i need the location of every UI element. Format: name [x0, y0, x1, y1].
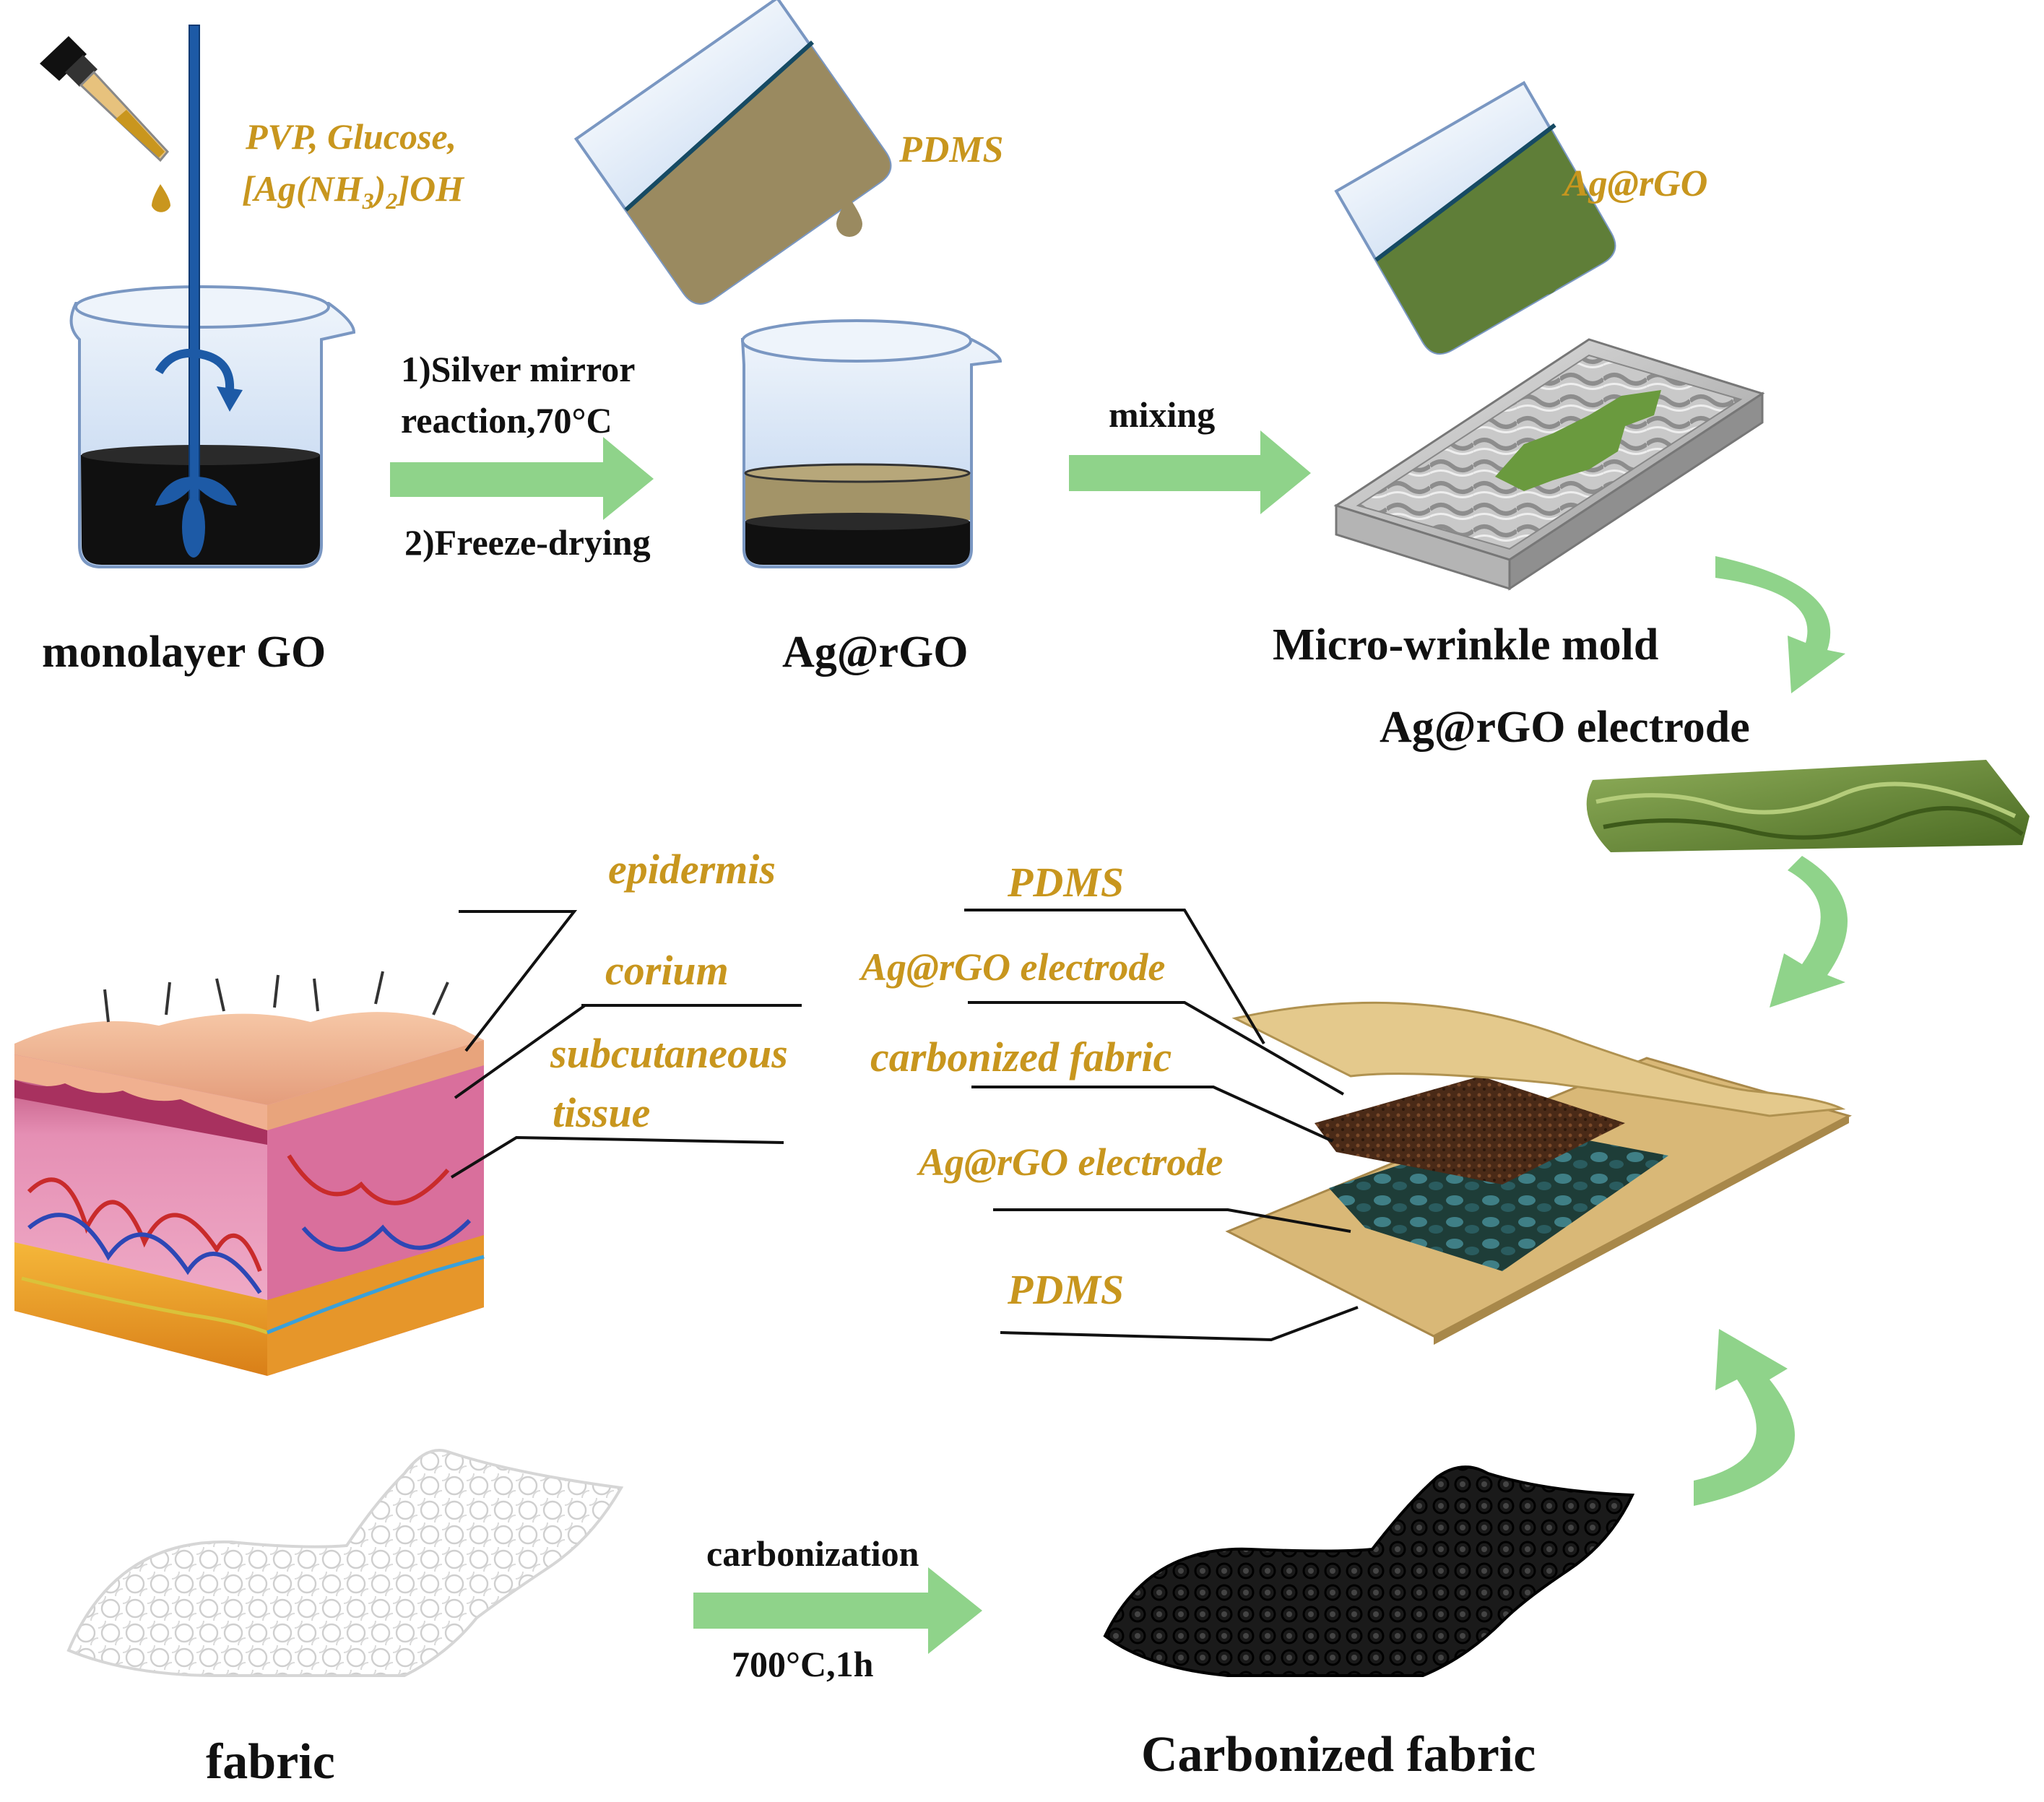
agrgo-electrode-label: Ag@rGO electrode — [1380, 703, 1750, 752]
beaker-agrgo — [740, 319, 1002, 568]
agrgo-drop-icon — [1533, 254, 1559, 295]
carbonized-fabric-bottom-label: Carbonized fabric — [1141, 1727, 1536, 1782]
reagents-sub2: 2 — [386, 188, 398, 214]
skin-leader-lines — [450, 910, 802, 1179]
conditions-label: 700°C,1h — [732, 1644, 874, 1684]
reagent-drop-icon — [152, 184, 170, 212]
process-arrow-2 — [1069, 430, 1311, 514]
curve-arrow-3 — [1694, 1329, 1795, 1506]
fabric-label: fabric — [206, 1734, 335, 1790]
electrode-bottom-label: Ag@rGO electrode — [919, 1140, 1224, 1184]
carbonized-fabric-label: carbonized fabric — [870, 1034, 1172, 1080]
reagents-mid: ) — [373, 168, 386, 209]
micro-wrinkle-mold — [1333, 338, 1765, 591]
monolayer-go-label: monolayer GO — [42, 628, 326, 677]
stirrer-icon — [155, 25, 243, 558]
pdms-top-label: PDMS — [1008, 859, 1125, 906]
reagents-label-line1: PVP, Glucose, — [246, 116, 457, 157]
raw-fabric — [66, 1449, 624, 1677]
agrgo-label: Ag@rGO — [782, 628, 969, 677]
pour-agrgo-label: Ag@rGO — [1564, 163, 1708, 204]
beaker-pdms-pouring — [573, 0, 892, 305]
subcutaneous-label-line2: tissue — [553, 1089, 651, 1136]
reagents-label-line2: [Ag(NH3)2]OH — [242, 168, 464, 215]
beaker-agrgo-pouring — [1334, 81, 1616, 355]
agrgo-electrode-film — [1586, 760, 2030, 852]
step1-label-line1: 1)Silver mirror — [401, 349, 636, 389]
beaker-monolayer-go — [69, 285, 356, 568]
dropper-icon — [40, 36, 169, 163]
reagents-prefix: [Ag(NH — [242, 168, 363, 209]
step2-label: 2)Freeze-drying — [404, 522, 651, 563]
pdms-bottom-label: PDMS — [1008, 1266, 1125, 1313]
carbonized-fabric — [1103, 1465, 1635, 1677]
corium-label: corium — [605, 947, 729, 994]
step1-label-line2: reaction,70°C — [401, 400, 612, 441]
mixing-label: mixing — [1109, 394, 1216, 435]
layered-sensor-device — [1225, 1001, 1852, 1345]
skin-cross-section — [14, 971, 485, 1376]
carbonization-label: carbonization — [706, 1533, 919, 1574]
process-arrow-1 — [390, 437, 654, 520]
reagents-suffix: ]OH — [397, 168, 464, 209]
pdms-drop-icon — [836, 196, 862, 237]
subcutaneous-label-line1: subcutaneous — [550, 1030, 788, 1077]
curve-arrow-1 — [1715, 556, 1845, 693]
carbonization-arrow — [693, 1567, 982, 1654]
reagents-sub1: 3 — [362, 188, 374, 214]
micro-wrinkle-mold-label: Micro-wrinkle mold — [1273, 620, 1659, 670]
pour-pdms-label: PDMS — [899, 129, 1004, 170]
curve-arrow-2 — [1770, 856, 1848, 1008]
device-leader-lines — [964, 909, 1359, 1342]
epidermis-label: epidermis — [608, 846, 776, 893]
electrode-top-label: Ag@rGO electrode — [861, 945, 1166, 989]
